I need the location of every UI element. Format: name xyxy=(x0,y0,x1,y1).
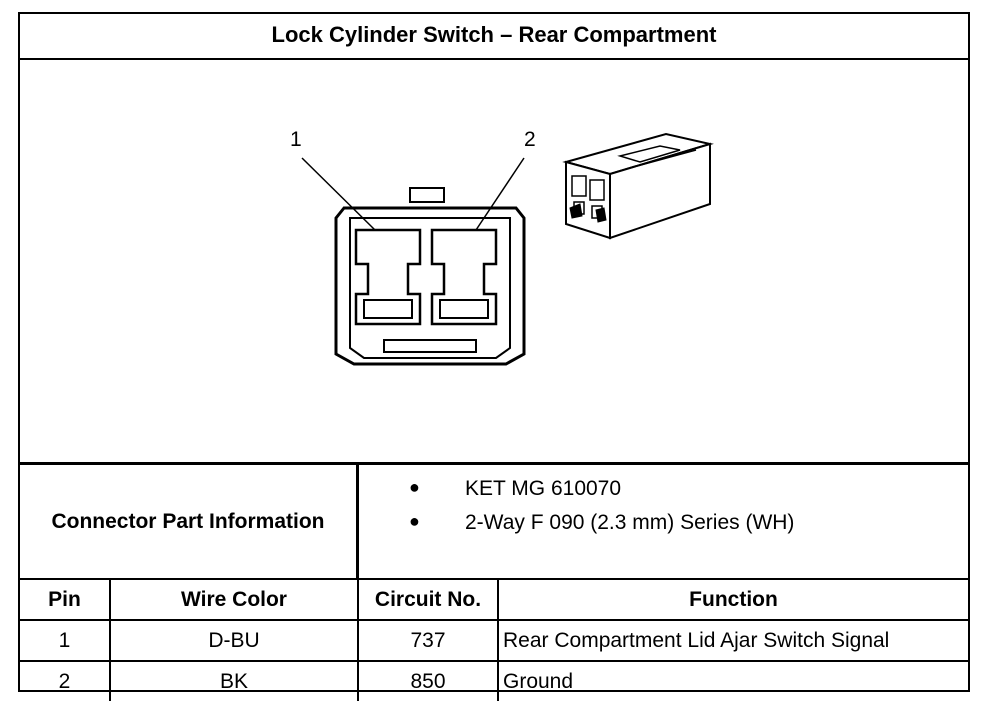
bullet-icon: ● xyxy=(409,511,420,531)
diagram-title: Lock Cylinder Switch – Rear Compartment xyxy=(20,14,968,60)
cell-pin: 1 xyxy=(20,619,111,662)
pin-label-1: 1 xyxy=(290,128,302,151)
cell-wire-color: BK xyxy=(109,660,359,701)
pin-table: Pin Wire Color Circuit No. Function 1 D-… xyxy=(20,580,968,701)
header-function: Function xyxy=(497,580,968,621)
connector-figure: 1 2 xyxy=(20,58,968,462)
cell-circuit: 737 xyxy=(357,619,499,662)
pin-label-2: 2 xyxy=(524,128,536,151)
connector-info-label: Connector Part Information xyxy=(20,465,359,578)
cell-circuit: 850 xyxy=(357,660,499,701)
connector-info-list: ● KET MG 610070 ● 2-Way F 090 (2.3 mm) S… xyxy=(359,465,968,578)
cell-wire-color: D-BU xyxy=(109,619,359,662)
cell-function: Ground xyxy=(497,660,968,701)
connector-info-row: Connector Part Information ● KET MG 6100… xyxy=(20,462,968,580)
cell-pin: 2 xyxy=(20,660,111,701)
connector-face-view xyxy=(301,157,526,366)
connector-illustration xyxy=(301,132,714,366)
bullet-icon: ● xyxy=(409,477,420,497)
table-row: 1 D-BU 737 Rear Compartment Lid Ajar Swi… xyxy=(20,619,968,662)
table-row: 2 BK 850 Ground xyxy=(20,660,968,701)
connector-info-text: 2-Way F 090 (2.3 mm) Series (WH) xyxy=(465,511,795,534)
cell-function: Rear Compartment Lid Ajar Switch Signal xyxy=(497,619,968,662)
connector-isometric-view xyxy=(562,132,714,240)
header-pin: Pin xyxy=(20,580,111,621)
pin-table-header: Pin Wire Color Circuit No. Function xyxy=(20,580,968,621)
header-circuit: Circuit No. xyxy=(357,580,499,621)
header-wire-color: Wire Color xyxy=(109,580,359,621)
connector-info-text: KET MG 610070 xyxy=(465,477,622,500)
connector-diagram-frame: Lock Cylinder Switch – Rear Compartment xyxy=(18,12,970,701)
